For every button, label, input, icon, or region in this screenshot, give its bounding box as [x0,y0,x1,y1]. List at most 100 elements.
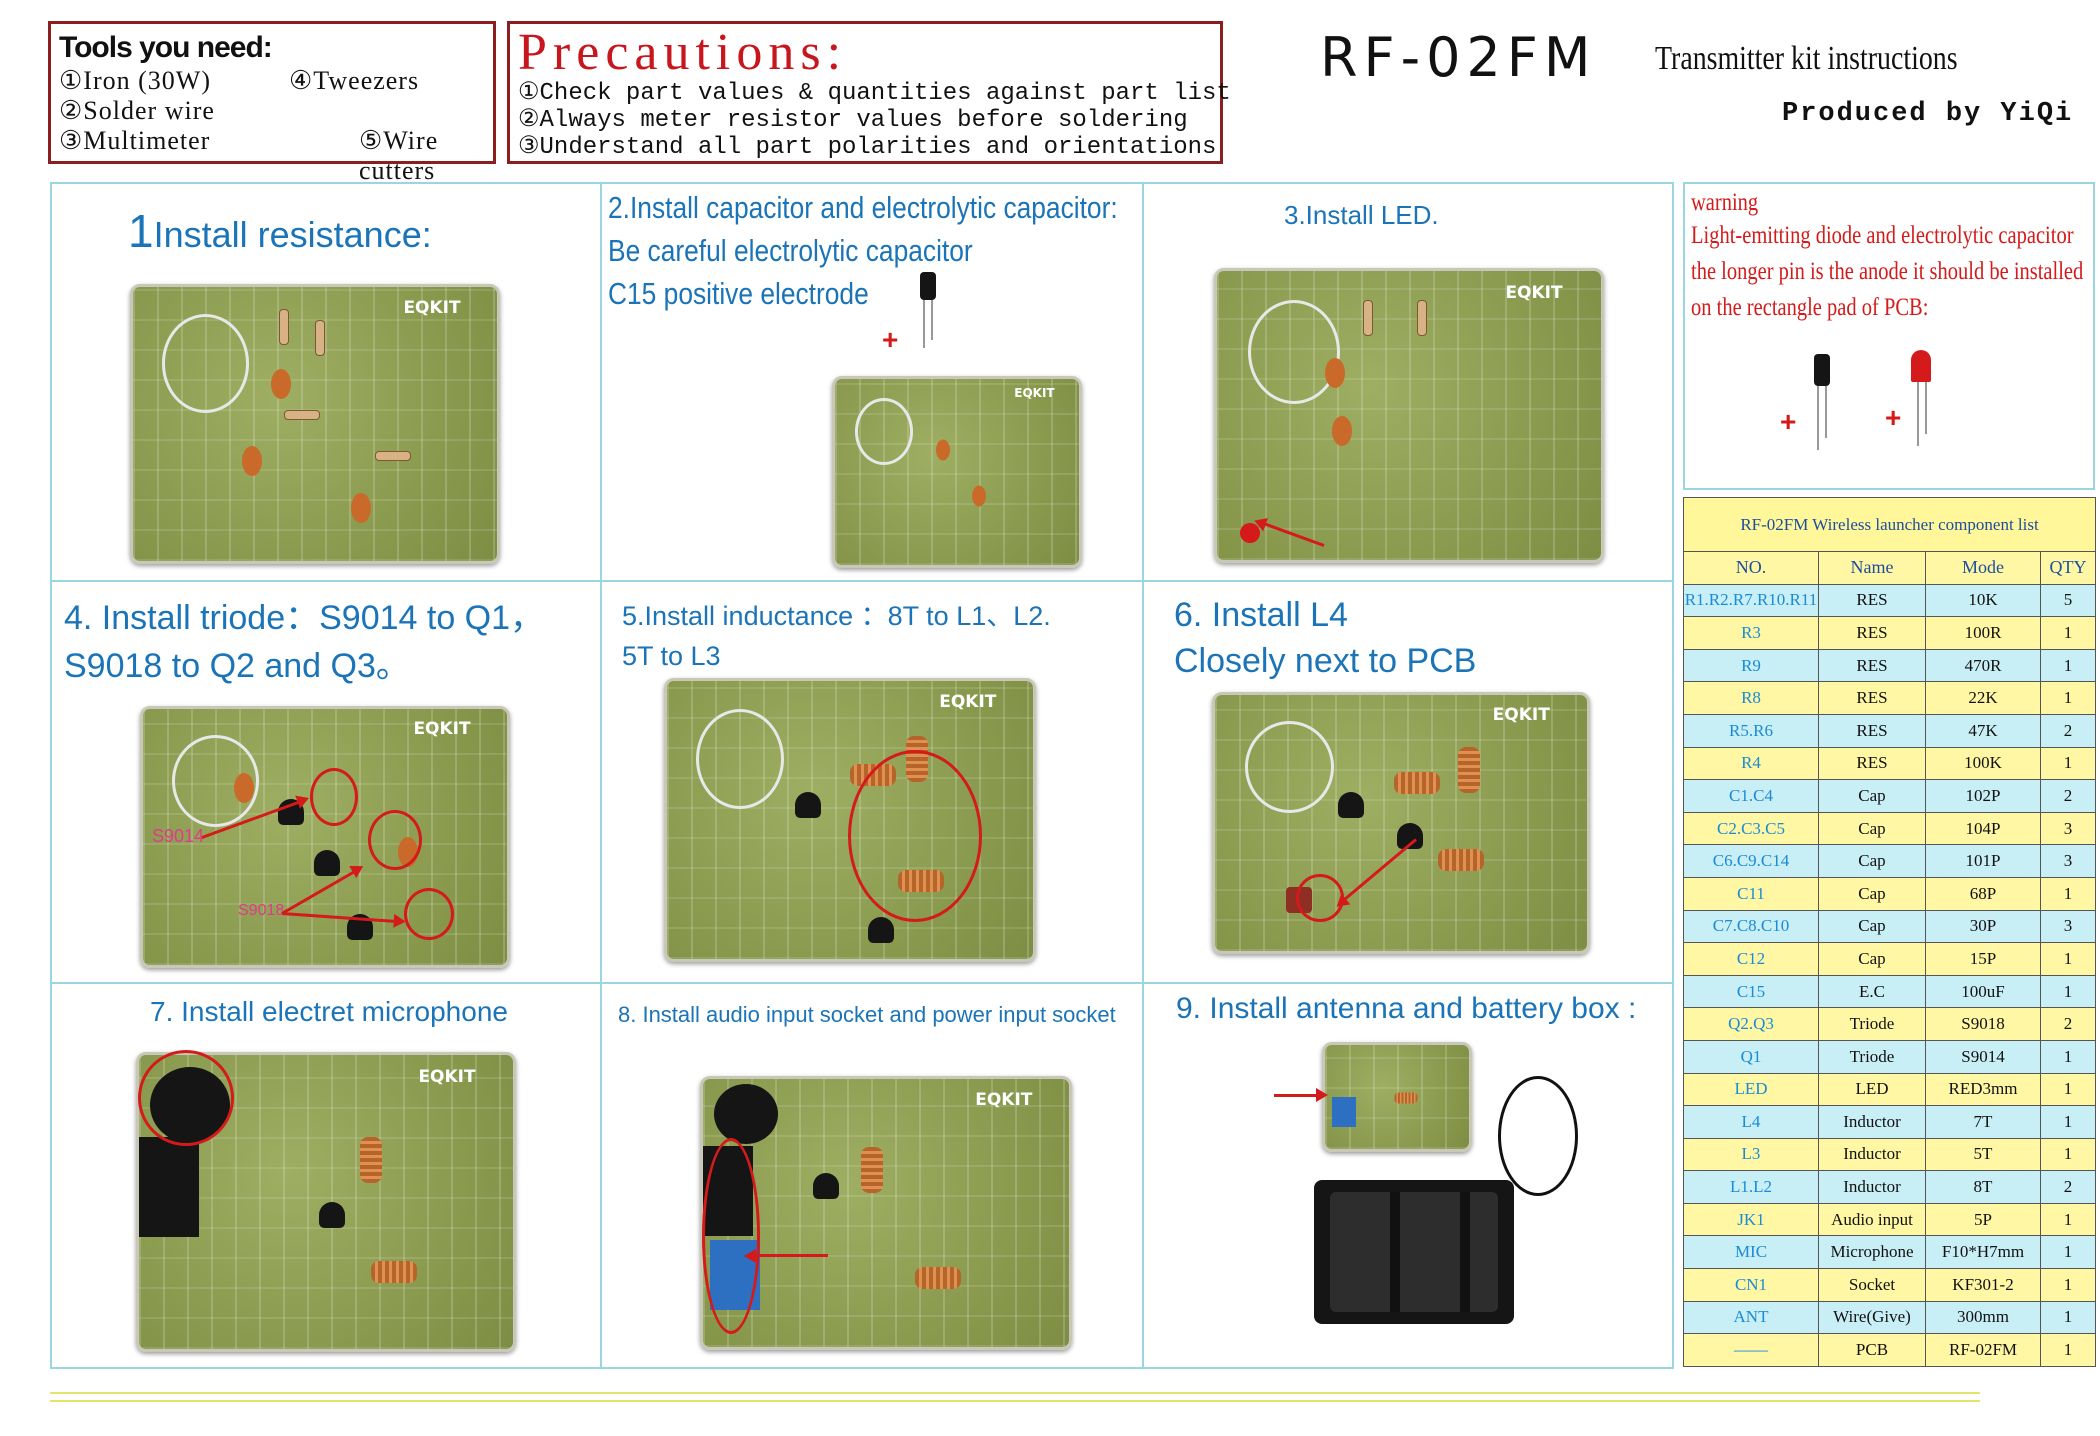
table-cell: 5P [1925,1202,2041,1237]
table-cell: C15 [1683,974,1819,1009]
table-cell: 1 [2039,876,2097,911]
table-cell: 104P [1925,811,2041,846]
s9018-label: S9018 [238,902,285,919]
table-cell: R5.R6 [1683,713,1819,748]
table-cell: 7T [1925,1105,2041,1139]
pcb-photo: EQKIT [1214,268,1604,563]
table-cell: Audio input [1818,1202,1926,1237]
table-cell: 2 [2039,1007,2097,1041]
table-cell: S9014 [1925,1039,2041,1074]
pcb-logo: EQKIT [418,1066,476,1087]
step-5: 5.Install inductance ：8T to L1、L2. 5T to… [602,582,1142,982]
table-cell: Cap [1818,942,1926,976]
plus-marker: + [1885,402,1902,433]
warning-box: warning Light-emitting diode and electro… [1683,182,2095,490]
q2-circle [368,810,422,870]
step-2-line: C15 positive electrode [608,276,869,311]
table-cell: Inductor [1818,1137,1926,1172]
step-3: 3.Install LED. EQKIT [1144,184,1676,580]
table-cell: RES [1818,583,1926,618]
table-cell: C7.C8.C10 [1683,909,1819,944]
warning-line: the longer pin is the anode it should be… [1691,258,2084,285]
table-cell: RES [1818,746,1926,781]
step-2-line: 2.Install capacitor and electrolytic cap… [608,190,1118,225]
table-cell: 1 [2039,1105,2097,1139]
step-1-text: Install resistance: [153,214,432,255]
table-cell: 1 [2039,1268,2097,1302]
table-cell: 22K [1925,681,2041,715]
col-header: Mode [1925,551,2041,585]
table-cell: 1 [2039,942,2097,976]
table-cell: 100K [1925,746,2041,781]
mic-footprint [854,397,914,465]
table-cell: LED [1818,1072,1926,1107]
table-cell: —— [1683,1333,1819,1367]
table-cell: LED [1683,1072,1819,1107]
table-cell: 3 [2039,811,2097,846]
grid-divider [52,580,1672,582]
step-6-caption: 6. Install L4 Closely next to PCB [1174,592,1476,684]
table-cell: RES [1818,616,1926,650]
precaution-line: ②Always meter resistor values before sol… [518,107,1188,134]
table-cell: C12 [1683,942,1819,976]
parts-table-title: RF-02FM Wireless launcher component list [1682,497,2097,552]
table-cell: 1 [2039,1300,2097,1335]
step-7: 7. Install electret microphone EQKIT [52,984,600,1369]
step-9: 9. Install antenna and battery box : [1144,984,1676,1369]
table-cell: C1.C4 [1683,779,1819,813]
table-cell: Cap [1818,811,1926,846]
mic-footprint [162,314,250,414]
table-cell: KF301-2 [1925,1268,2041,1302]
table-cell: C6.C9.C14 [1683,844,1819,878]
warning-line: Light-emitting diode and electrolytic ca… [1691,222,2074,249]
grid-divider [1142,184,1144,1367]
parts-table-header-row: NO. Name Mode QTY [1683,551,2097,585]
table-cell: RES [1818,713,1926,748]
pcb-logo: EQKIT [413,719,471,740]
page-subtitle: Transmitter kit instructions [1655,40,1958,77]
parts-table-title-row: RF-02FM Wireless launcher component list [1682,497,2097,552]
table-cell: JK1 [1683,1202,1819,1237]
table-cell: 100R [1925,616,2041,650]
mic-circle [138,1050,234,1146]
warning-title: warning [1691,189,1759,216]
led-icon [1911,350,1931,382]
tool-item [289,96,485,126]
step-9-caption: 9. Install antenna and battery box : [1176,992,1637,1025]
step-8-caption: 8. Install audio input socket and power … [618,1002,1116,1027]
warning-line: on the rectangle pad of PCB: [1691,294,1929,321]
mic-footprint [1247,299,1340,404]
table-cell: Inductor [1818,1105,1926,1139]
precautions-box: Precautions: ①Check part values & quanti… [507,21,1231,164]
step-4-line: 4. Install triode：S9014 to Q1， [64,599,545,637]
col-header: Name [1818,551,1926,585]
step-6-line: Closely next to PCB [1174,642,1477,680]
table-cell: RES [1818,648,1926,683]
step-4: 4. Install triode：S9014 to Q1， S9018 to … [52,582,600,982]
table-cell: R9 [1683,648,1819,683]
pcb-logo: EQKIT [1505,282,1563,303]
table-cell: 1 [2039,1235,2097,1270]
table-cell: 3 [2039,909,2097,944]
electrolytic-capacitor-icon [920,272,936,300]
table-cell: 47K [1925,713,2041,748]
table-cell: 3 [2039,844,2097,878]
table-cell: S9018 [1925,1007,2041,1041]
step-6-line: 6. Install L4 [1174,596,1348,634]
table-cell: R3 [1683,616,1819,650]
tool-item: ④Tweezers [289,66,420,95]
table-cell: PCB [1818,1333,1926,1367]
mic-footprint [696,708,785,809]
step-2-caption: 2.Install capacitor and electrolytic cap… [608,186,1118,315]
table-cell: 1 [2039,1333,2097,1367]
